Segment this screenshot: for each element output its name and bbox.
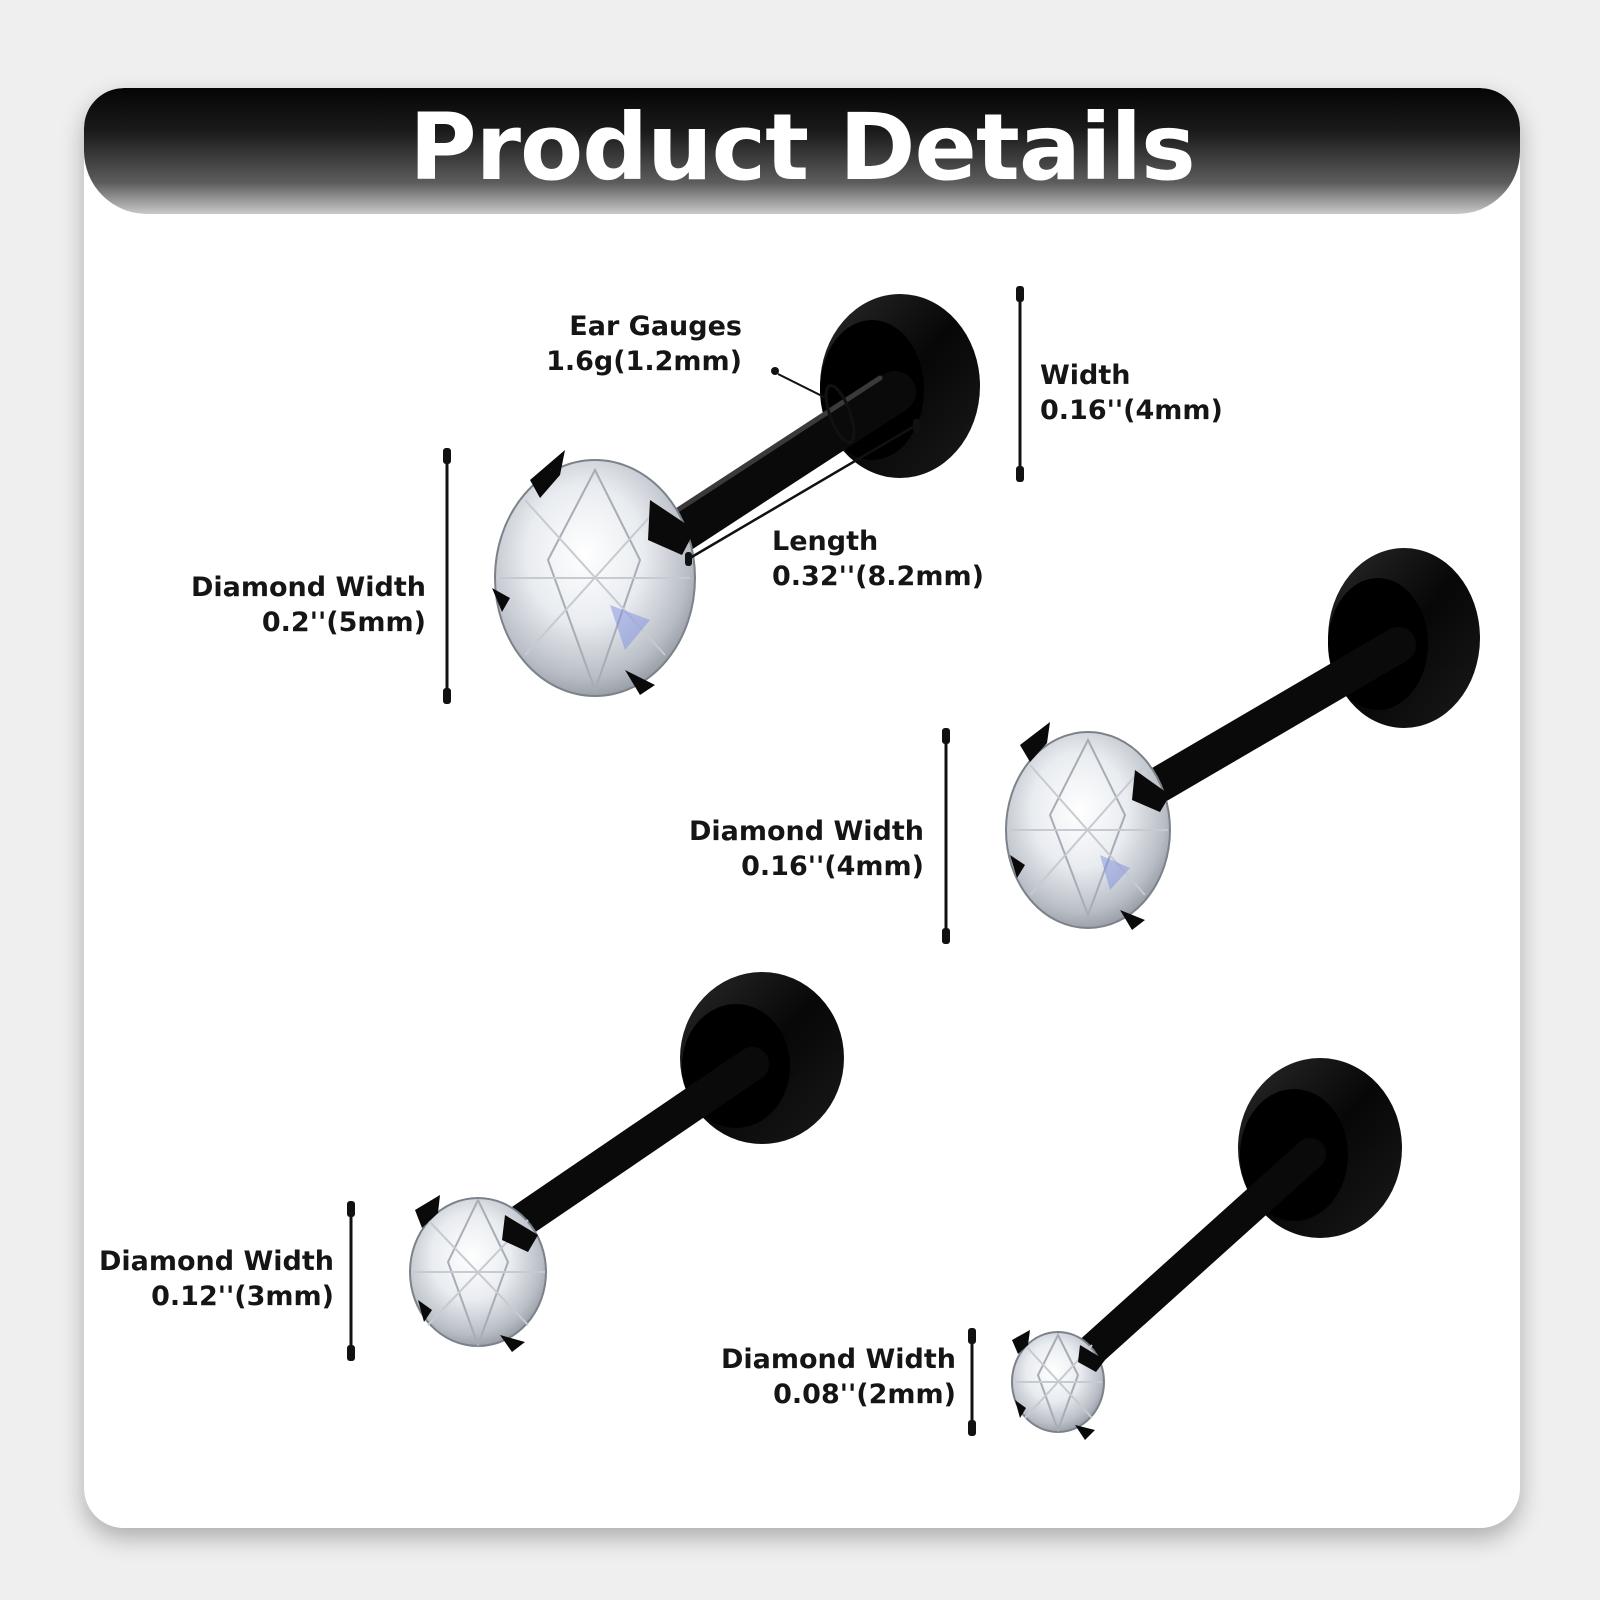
gem-5mm [492,450,696,697]
length-leader [689,422,919,560]
earring-2mm [1011,1058,1402,1440]
diamond-2mm-label: Diamond Width 0.08''(2mm) [690,1342,956,1412]
page-title: Product Details [409,94,1196,201]
length-label: Length 0.32''(8.2mm) [772,524,984,594]
product-details-card: Product Details [84,88,1520,1528]
earring-4mm [1005,548,1480,930]
header-banner: Product Details [84,88,1520,214]
width-title: Width [1040,360,1131,391]
diamond-4mm-title: Diamond Width [688,816,924,847]
ear-gauge-ring [824,384,856,444]
ear-gauges-label: Ear Gauges 1.6g(1.2mm) [540,309,742,379]
gem-4mm [1005,722,1171,930]
length-title: Length [772,526,879,557]
width-label: Width 0.16''(4mm) [1040,358,1223,428]
diamond-4mm-label: Diamond Width 0.16''(4mm) [660,814,924,884]
diamond-2mm-title: Diamond Width [720,1344,956,1375]
diamond-3mm-label: Diamond Width 0.12''(3mm) [80,1244,334,1314]
diamond-3mm-value: 0.12''(3mm) [151,1281,334,1312]
ear-gauge-leader [777,373,827,399]
gem-3mm [409,1195,547,1352]
diamond-2mm-value: 0.08''(2mm) [773,1379,956,1410]
diamond-5mm-label: Diamond Width 0.2''(5mm) [170,570,426,640]
diamond-3mm-title: Diamond Width [98,1246,334,1277]
ear-gauges-value: 1.6g(1.2mm) [546,346,742,377]
diamond-4mm-value: 0.16''(4mm) [741,851,924,882]
gem-2mm [1011,1330,1105,1440]
earring-5mm [492,294,980,697]
width-value: 0.16''(4mm) [1040,395,1223,426]
length-value: 0.32''(8.2mm) [772,561,984,592]
earring-3mm [409,972,844,1352]
ear-gauges-title: Ear Gauges [569,311,742,342]
diamond-5mm-title: Diamond Width [190,572,426,603]
diamond-5mm-value: 0.2''(5mm) [261,607,426,638]
